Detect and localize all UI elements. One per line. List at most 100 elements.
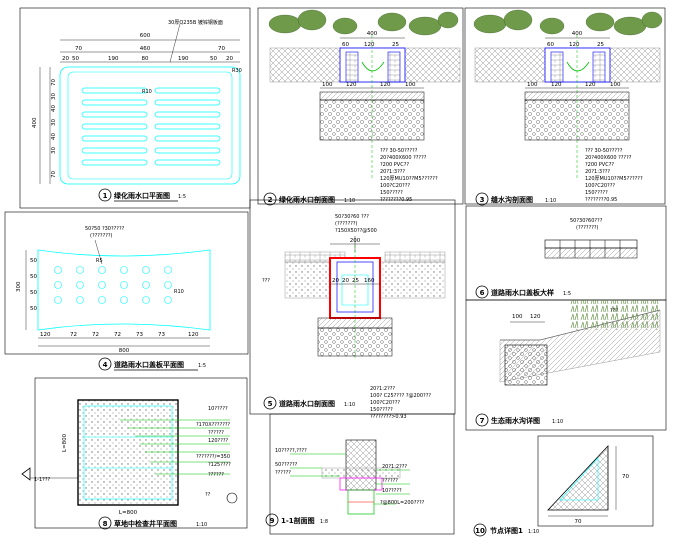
d5-number: 5 xyxy=(268,400,273,408)
d3-dim: 25 xyxy=(597,42,604,48)
drawing-2-green-inlet-section: 400 60 120 25 100 120 120 100 ??? 30-50?… xyxy=(257,7,464,206)
d3-layer: 120厚MU10??M5?????? xyxy=(585,176,643,182)
d1-dim: 460 xyxy=(140,46,151,52)
d8-notes: 10????? ?170X??????? ?????? 120???? ????… xyxy=(196,406,231,498)
d4-dim: 72 xyxy=(92,332,99,338)
d8-note: ?170X??????? xyxy=(196,422,231,428)
d5-dim: 20 xyxy=(332,278,339,284)
d1-title: 绿化雨水口平面图 xyxy=(114,191,170,200)
d3-layer: 100?C20??? xyxy=(585,183,615,189)
d10-title: 节点详图1 xyxy=(490,526,523,535)
d5-title: 道路雨水口剖面图 xyxy=(279,399,335,408)
d3-scale: 1:10 xyxy=(545,198,556,204)
d3-dim: 120 xyxy=(569,42,580,48)
d1-dim: 190 xyxy=(108,56,119,62)
d3-dim: 120 xyxy=(551,82,562,88)
d3-dim: 100 xyxy=(610,82,621,88)
drawing-7-eco-drain-detail: 100 120 ??? 7 生态雨水沟详图 1:10 xyxy=(465,299,667,431)
d8-note: ?????? xyxy=(208,430,224,436)
d5-dim: 200 xyxy=(350,238,361,244)
d8-title: 草地中检查井平面图 xyxy=(114,519,177,528)
d4-radius-label: R10 xyxy=(174,289,184,295)
d1-dim: 20 xyxy=(62,56,69,62)
d4-dim: 72 xyxy=(114,332,121,338)
d9-title: 1-1剖面图 xyxy=(281,516,315,525)
d6-note: (???????) xyxy=(576,225,599,231)
d1-dim: 50 xyxy=(210,56,217,62)
d10-scale: 1:10 xyxy=(528,529,539,535)
d2-dim: 60 xyxy=(342,42,349,48)
d3-layer: 20?400X600 ????? xyxy=(585,155,632,161)
d8-note: ?????? xyxy=(208,472,224,478)
d1-dim: 70 xyxy=(75,46,82,52)
d4-dim: 50 xyxy=(30,290,37,296)
drawing-3-drain-section: 400 60 120 25 100 120 120 100 ??? 30-50?… xyxy=(464,7,666,206)
d2-layer: 100?C20??? xyxy=(380,183,410,189)
d2-dim: 120 xyxy=(380,82,391,88)
d1-dim: 80 xyxy=(142,56,149,62)
d3-layer: ??? 30-50????? xyxy=(585,148,623,154)
d3-dim: 100 xyxy=(527,82,538,88)
d5-layer-notes: 20?1:2??? 100? C25???? ?@200??? 100?C20?… xyxy=(370,386,431,420)
d2-scale: 1:10 xyxy=(344,198,355,204)
d5-layer: 100? C25???? ?@200??? xyxy=(370,393,431,399)
d10-dim: 70 xyxy=(575,519,582,525)
d7-dim: 100 xyxy=(512,314,523,320)
d9-note: ?????? xyxy=(382,478,398,484)
d4-dim: 73 xyxy=(136,332,143,338)
d8-note: 120???? xyxy=(208,438,229,444)
d3-layer-notes: ??? 30-50????? 20?400X600 ????? ?200 PVC… xyxy=(585,148,643,203)
d3-layer: 20?1:3??? xyxy=(585,169,610,175)
d4-note: (???????) xyxy=(90,233,113,239)
d1-number: 1 xyxy=(103,192,108,200)
d1-dim: 70 xyxy=(51,79,57,86)
d7-scale: 1:10 xyxy=(552,419,563,425)
d8-number: 8 xyxy=(103,520,108,528)
d9-note: 20?1:2??? xyxy=(382,464,407,470)
d2-layer: ?200 PVC?? xyxy=(380,162,409,168)
d2-dim: 100 xyxy=(405,82,416,88)
d4-dim-height: 300 xyxy=(16,281,22,292)
drawing-1-grate-plan: 600 70 460 70 20 50 190 80 190 50 20 400… xyxy=(19,7,251,209)
drawing-4-road-cover-plan: 50?50 ?30????? (???????) 120 72 72 72 73… xyxy=(4,211,249,371)
d8-note: ?125???? xyxy=(208,462,231,468)
d6-title: 道路雨水口盖板大样 xyxy=(491,288,554,297)
d10-number: 10 xyxy=(475,527,485,535)
d4-radius-label: R5 xyxy=(96,258,103,264)
d4-dim: 73 xyxy=(158,332,165,338)
d2-layer: ??? 30-50????? xyxy=(380,148,418,154)
plant-foliage xyxy=(268,9,459,36)
d8-section-callout: 1-1??? xyxy=(34,477,50,483)
d4-dim-total: 800 xyxy=(119,348,130,354)
grate-slots xyxy=(81,87,221,166)
d8-note: ???????/=350 xyxy=(196,454,230,460)
d1-dim: 20 xyxy=(226,56,233,62)
d3-dim-total: 400 xyxy=(572,31,583,37)
d5-layer: 20?1:2??? xyxy=(370,386,395,392)
d2-layer: 20?400X600 ????? xyxy=(380,155,427,161)
d1-dim: 30 xyxy=(51,119,57,126)
d3-number: 3 xyxy=(480,196,485,204)
d2-layer: 150????? xyxy=(380,190,403,196)
d7-dim: 120 xyxy=(530,314,541,320)
d9-scale: 1:8 xyxy=(320,519,328,525)
d5-note: (???????) xyxy=(335,221,358,227)
d2-title: 绿化雨水口剖面图 xyxy=(279,195,335,204)
d2-dim: 100 xyxy=(322,82,333,88)
d4-note: 50?50 ?30????? xyxy=(85,226,125,232)
d7-number: 7 xyxy=(480,417,485,425)
d2-layer: 20?1:3??? xyxy=(380,169,405,175)
d9-note: 50?????? xyxy=(275,462,298,468)
d5-dim: 160 xyxy=(364,278,375,284)
d9-number: 9 xyxy=(270,517,275,525)
d1-dim: 30 xyxy=(51,147,57,154)
d2-dim-total: 400 xyxy=(367,31,378,37)
plant-foliage xyxy=(473,9,663,36)
d3-layer: 150????? xyxy=(585,190,608,196)
d1-dim: 40 xyxy=(51,105,57,112)
d8-dim: L=800 xyxy=(62,433,68,452)
d2-dim: 120 xyxy=(364,42,375,48)
d4-dim: 72 xyxy=(70,332,77,338)
drawing-10-node-detail: 70 70 10 节点详图1 1:10 xyxy=(473,435,654,537)
d2-layer-notes: ??? 30-50????? 20?400X600 ????? ?200 PVC… xyxy=(380,148,438,203)
